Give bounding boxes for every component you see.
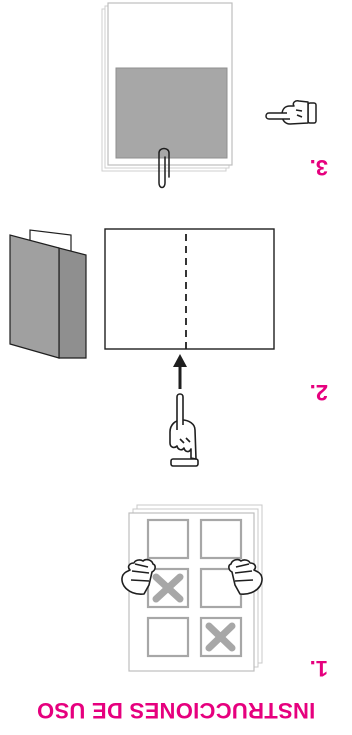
pointing-hand-icon [266, 101, 316, 124]
booklet-cover-panel [116, 68, 227, 158]
